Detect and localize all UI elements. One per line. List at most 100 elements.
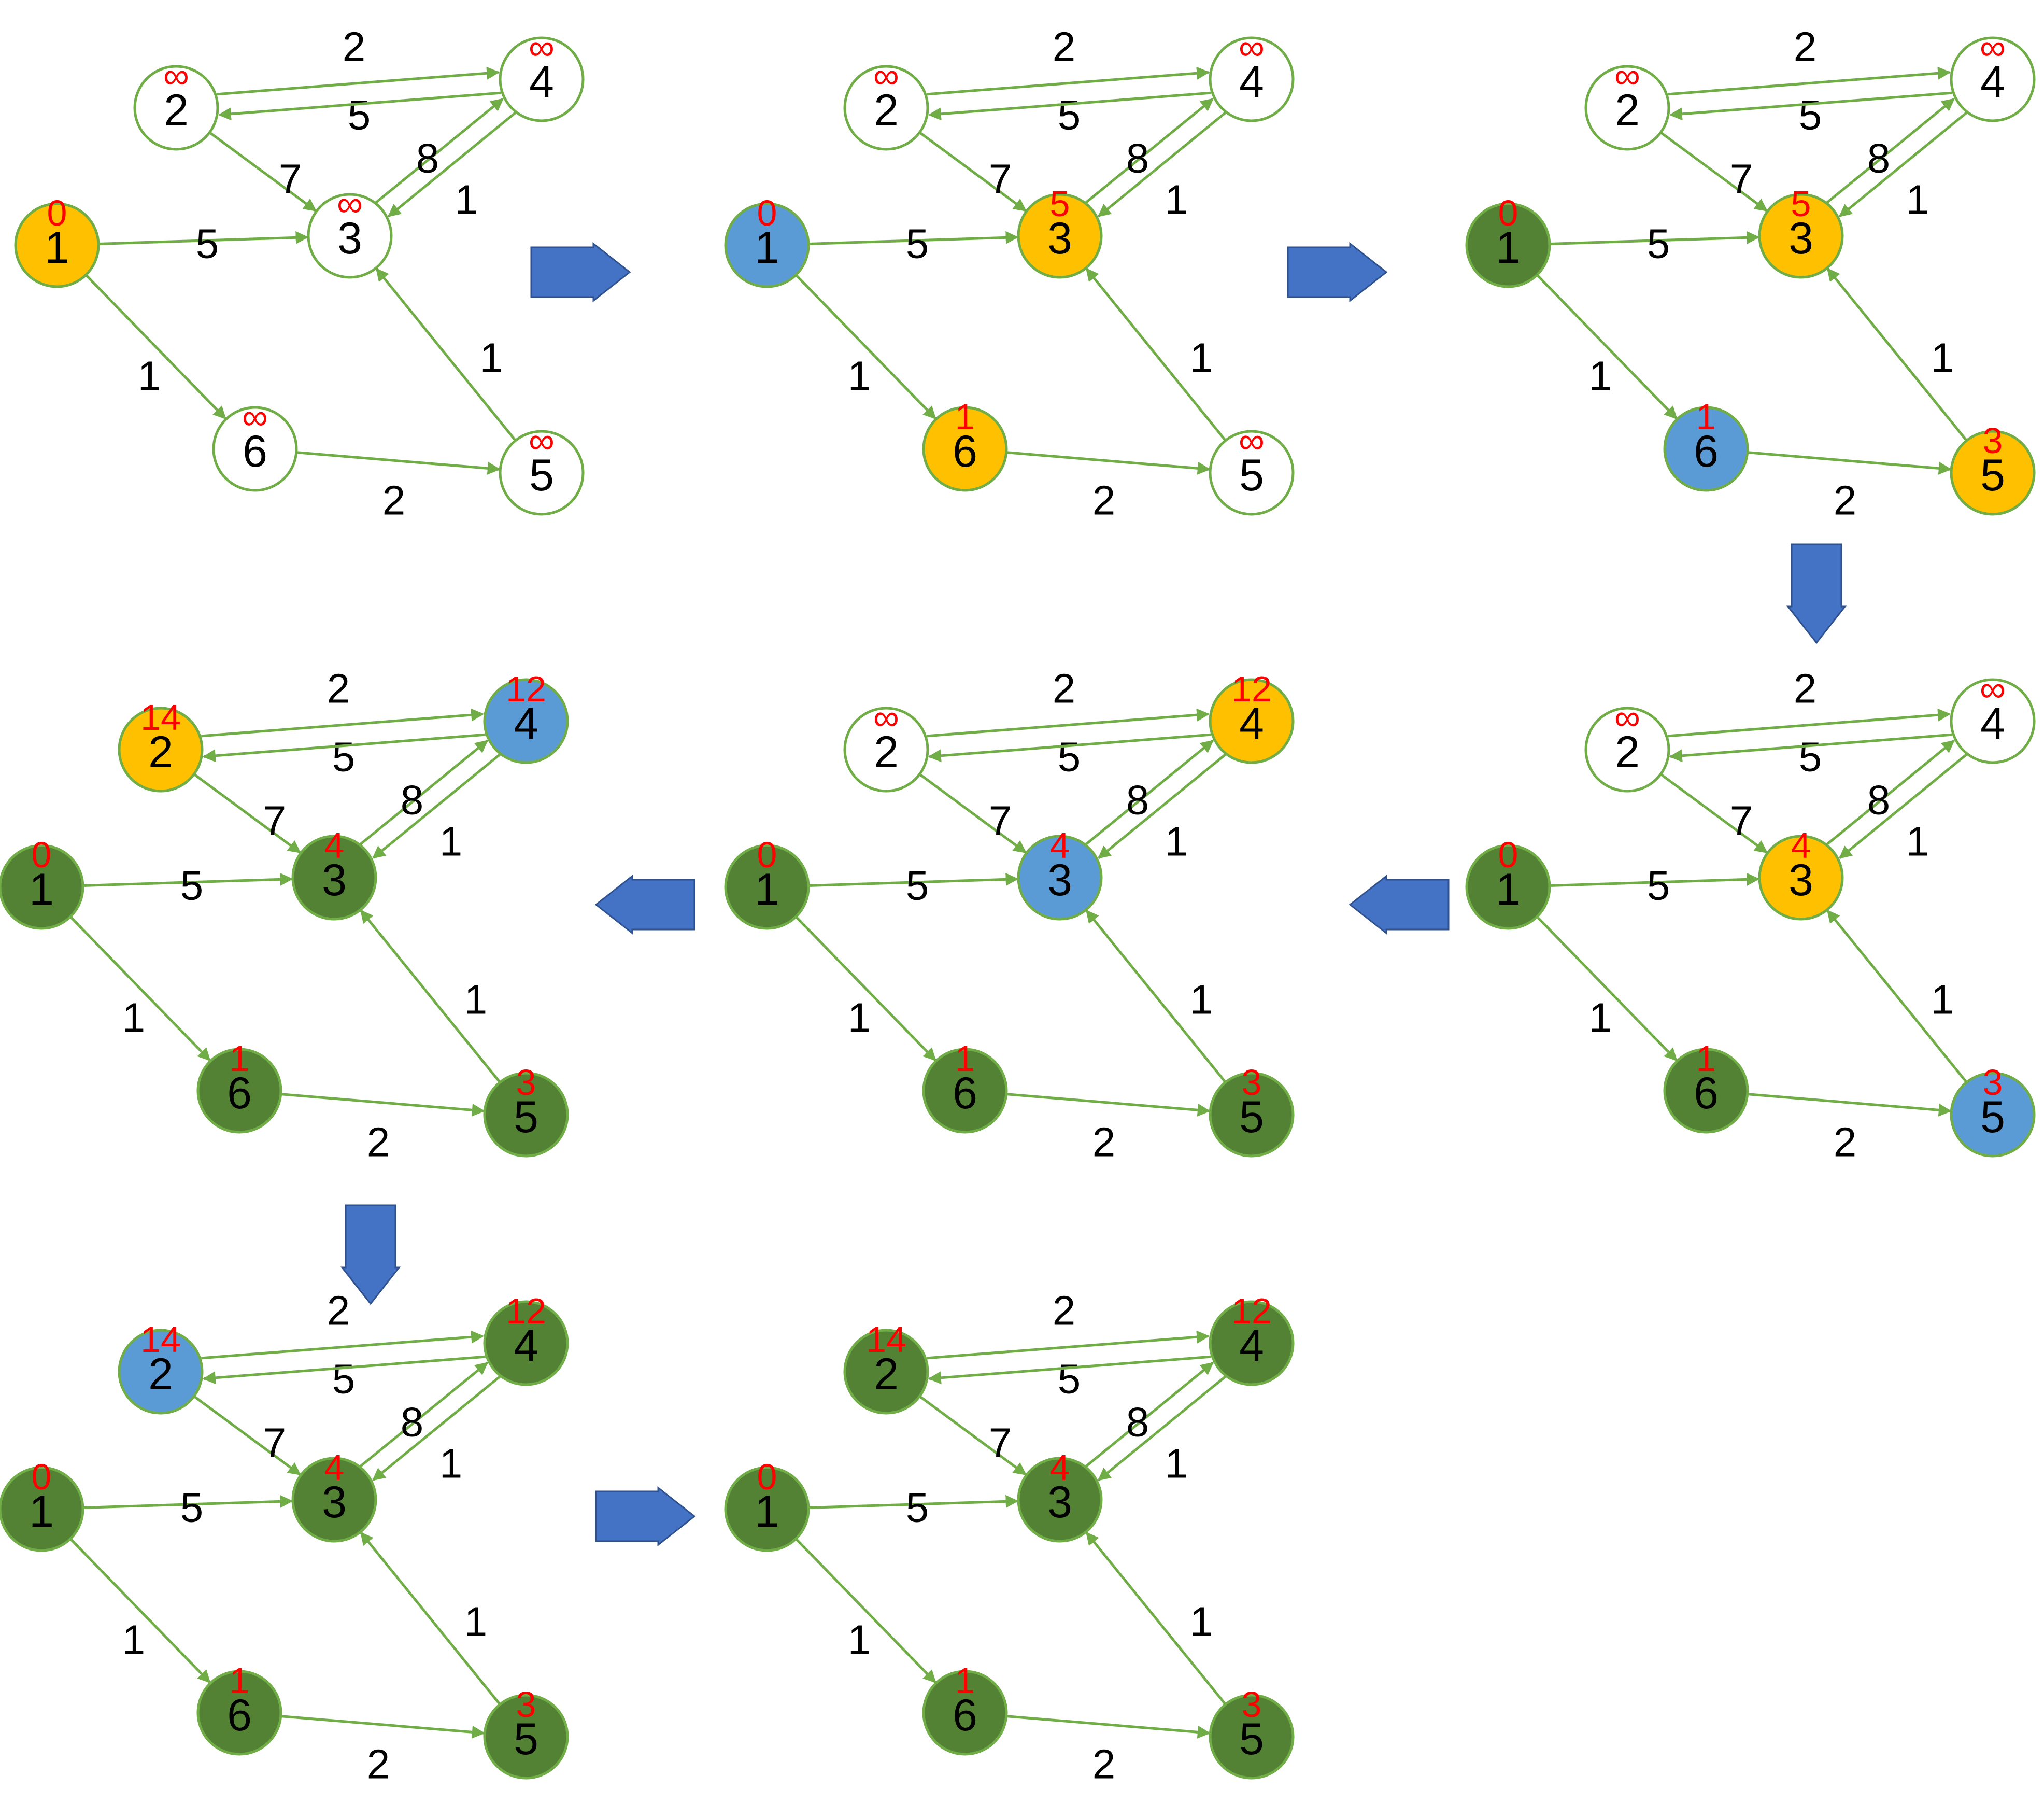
edge-line	[808, 231, 1019, 245]
edge-line	[193, 773, 302, 854]
node-distance-label: 3	[516, 1684, 536, 1725]
node-circle	[724, 202, 810, 288]
edge-weight-label: 1	[1190, 1599, 1213, 1645]
node-label: 2	[874, 727, 899, 777]
edge-line	[1536, 274, 1678, 419]
edge-line	[280, 1715, 485, 1739]
node-distance-label: 1	[955, 1038, 975, 1079]
node-distance-label: 3	[1242, 1062, 1262, 1103]
edge-weight-label: 2	[1092, 1119, 1116, 1165]
node-circle	[1017, 835, 1103, 921]
node-distance-label: 0	[32, 835, 52, 875]
edge-weight-label: 1	[1190, 977, 1213, 1023]
edge-line	[927, 66, 1210, 96]
node-label: 4	[529, 57, 554, 107]
node-label: 6	[227, 1690, 252, 1740]
node-label: 5	[1239, 450, 1264, 500]
node-circle	[843, 707, 929, 793]
edge-line	[217, 66, 500, 96]
edge-line	[360, 1531, 501, 1706]
edge-line	[375, 97, 504, 204]
node-label: 2	[148, 1349, 173, 1399]
edge-weight-label: 2	[1834, 1119, 1857, 1165]
step-panels: 517528112102∞3∞4∞5∞6∞517528112102∞354∞5∞…	[0, 24, 2036, 1787]
node-distance-label: 14	[140, 697, 181, 738]
node-label: 2	[164, 86, 189, 135]
edge-line	[794, 1538, 936, 1683]
node-circle	[1950, 678, 2036, 764]
node-distance-label: 0	[1498, 193, 1518, 233]
edge-line	[296, 451, 501, 475]
edge-line	[1826, 97, 1955, 204]
node-label: 6	[953, 427, 977, 476]
edge-line	[918, 773, 1027, 854]
step-flow-arrow-icon	[594, 874, 695, 935]
node-distance-label: 4	[1050, 1447, 1070, 1488]
edge-weight-label: 1	[122, 995, 146, 1041]
node-circle	[1209, 36, 1295, 122]
node-label: 1	[755, 1487, 779, 1537]
edge-line	[1549, 872, 1760, 887]
edge-weight-label: 8	[1126, 135, 1149, 181]
node-label: 3	[1047, 214, 1072, 263]
node-distance-label: 3	[1242, 1684, 1262, 1725]
edge-weight-label: 5	[196, 221, 219, 267]
node-label: 2	[148, 727, 173, 777]
node-circle	[1758, 193, 1844, 279]
node-distance-label: 3	[516, 1062, 536, 1103]
node-label: 1	[29, 865, 54, 914]
node-circle	[0, 844, 84, 930]
node-circle	[1663, 1048, 1749, 1134]
node-distance-label: 1	[1696, 397, 1716, 437]
node-label: 4	[1239, 1321, 1264, 1371]
node-label: 1	[29, 1487, 54, 1537]
node-label: 5	[1980, 450, 2005, 500]
edge-weight-label: 1	[1906, 177, 1929, 223]
node-circle	[922, 1048, 1008, 1134]
edge-line	[928, 733, 1211, 763]
node-distance-label: 12	[1231, 1291, 1272, 1331]
edge-line	[69, 915, 211, 1061]
node-circle	[1209, 1694, 1295, 1780]
edge-line	[918, 131, 1027, 212]
node-label: 6	[1694, 1068, 1719, 1118]
node-circle	[1017, 193, 1103, 279]
edge-weight-label: 7	[1730, 798, 1753, 844]
node-circle	[499, 430, 585, 516]
edge-line	[372, 1375, 501, 1482]
node-distance-label: 1	[955, 397, 975, 437]
edge-weight-label: 7	[263, 798, 287, 844]
edge-weight-label: 1	[1906, 819, 1929, 865]
node-distance-label: 1	[230, 1660, 250, 1701]
edge-line	[202, 733, 486, 763]
node-circle	[1017, 1457, 1103, 1543]
edge-line	[928, 1355, 1211, 1385]
edge-line	[927, 1330, 1210, 1360]
edge-line	[201, 1330, 485, 1360]
edge-weight-label: 2	[343, 24, 366, 70]
step-flow-arrow-icon	[595, 1486, 696, 1547]
node-label: 5	[1980, 1092, 2005, 1142]
node-circle	[843, 1329, 929, 1415]
step-flow-arrow-icon	[1786, 543, 1847, 644]
node-circle	[118, 707, 204, 793]
edge-line	[1097, 111, 1226, 218]
edge-weight-label: 5	[180, 863, 204, 909]
edge-line	[1747, 451, 1952, 475]
edge-line	[1659, 773, 1768, 854]
node-circle	[483, 678, 569, 764]
edge-line	[360, 909, 501, 1083]
edge-weight-label: 2	[1794, 666, 1817, 712]
edge-line	[84, 274, 226, 419]
edge-line	[1085, 267, 1227, 442]
node-label: 3	[1047, 855, 1072, 905]
